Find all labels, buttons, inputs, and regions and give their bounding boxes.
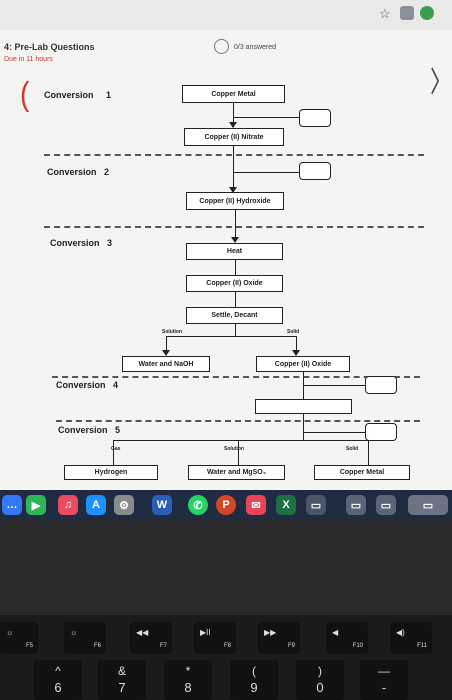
water-mgso4-box: Water and MgSO₄ bbox=[188, 465, 285, 480]
settle-decant-box: Settle, Decant bbox=[186, 307, 283, 324]
arrow-icon bbox=[231, 237, 239, 243]
flow-line bbox=[166, 336, 167, 354]
divider bbox=[52, 376, 420, 378]
blank-box bbox=[255, 399, 352, 414]
page-title: 4: Pre-Lab Questions bbox=[4, 42, 95, 52]
copper-metal-box-2: Copper Metal bbox=[314, 465, 410, 480]
facetime-icon[interactable]: ▶ bbox=[26, 495, 46, 515]
flow-line bbox=[113, 440, 114, 465]
gas-label: Gas bbox=[111, 446, 121, 452]
due-label: Due in 11 hours bbox=[4, 56, 53, 63]
solution-label-2: Solution bbox=[224, 446, 244, 452]
flow-line bbox=[235, 210, 236, 242]
flow-line bbox=[303, 414, 304, 440]
music-icon[interactable]: ♫ bbox=[58, 495, 78, 515]
flow-line bbox=[235, 292, 236, 307]
f11-key[interactable]: ◀)F11 bbox=[390, 622, 432, 654]
copper-hydroxide-box: Copper (II) Hydroxide bbox=[186, 192, 284, 210]
window-thumbnail-icon[interactable]: ▭ bbox=[376, 495, 396, 515]
flow-line bbox=[303, 385, 365, 386]
browser-toolbar: ☆ bbox=[0, 0, 452, 30]
flow-line bbox=[235, 324, 236, 336]
key-6[interactable]: ^6 bbox=[34, 660, 82, 700]
assignment-screen: 4: Pre-Lab Questions Due in 11 hours 0/3… bbox=[0, 30, 452, 490]
flow-line bbox=[368, 440, 369, 465]
key-7[interactable]: &7 bbox=[98, 660, 146, 700]
profile-icon[interactable] bbox=[420, 6, 434, 20]
window-thumbnail-icon[interactable]: ▭ bbox=[408, 495, 448, 515]
excel-icon[interactable]: X bbox=[276, 495, 296, 515]
copper-metal-box: Copper Metal bbox=[182, 85, 285, 103]
key-8[interactable]: *8 bbox=[164, 660, 212, 700]
solid-label: Solid bbox=[287, 329, 300, 335]
system-settings-icon[interactable]: ⚙ bbox=[114, 495, 134, 515]
star-icon[interactable]: ☆ bbox=[379, 6, 391, 21]
f9-key[interactable]: ▶▶F9 bbox=[258, 622, 300, 654]
arrow-icon bbox=[292, 350, 300, 356]
conversion-label-4: Conversion 4 bbox=[56, 380, 119, 390]
flow-line bbox=[113, 440, 368, 441]
answer-box-2[interactable] bbox=[299, 162, 331, 180]
divider bbox=[44, 226, 424, 228]
flow-line bbox=[233, 117, 299, 118]
f7-key[interactable]: ◀◀F7 bbox=[130, 622, 172, 654]
divider bbox=[56, 420, 420, 422]
next-chevron-icon[interactable]: 〉 bbox=[430, 65, 452, 99]
extension-icon[interactable] bbox=[400, 6, 414, 20]
powerpoint-icon[interactable]: P bbox=[216, 495, 236, 515]
hydrogen-box: Hydrogen bbox=[64, 465, 158, 480]
flow-line bbox=[303, 432, 365, 433]
bracket-mark: ( bbox=[20, 74, 30, 112]
flow-line bbox=[238, 440, 239, 465]
arrow-icon bbox=[229, 122, 237, 128]
copper-oxide-box: Copper (II) Oxide bbox=[186, 275, 283, 292]
key-0[interactable]: )0 bbox=[296, 660, 344, 700]
water-naoh-box: Water and NaOH bbox=[122, 356, 210, 372]
mail-icon[interactable]: ✉ bbox=[246, 495, 266, 515]
arrow-icon bbox=[229, 187, 237, 193]
key-9[interactable]: (9 bbox=[230, 660, 278, 700]
answer-box-4[interactable] bbox=[365, 423, 397, 441]
flow-line bbox=[233, 103, 234, 127]
conversion-label-2: Conversion 2 bbox=[47, 167, 110, 177]
window-thumbnail-icon[interactable]: ▭ bbox=[346, 495, 366, 515]
flow-line bbox=[166, 336, 296, 337]
solution-label: Solution bbox=[162, 329, 182, 335]
copper-nitrate-box: Copper (II) Nitrate bbox=[184, 128, 284, 146]
f5-key[interactable]: ☼F5 bbox=[0, 622, 38, 654]
conversion-label-3: Conversion 3 bbox=[50, 238, 113, 248]
progress-ring-icon bbox=[214, 39, 229, 54]
answered-count: 0/3 answered bbox=[234, 44, 277, 51]
f6-key[interactable]: ☼F6 bbox=[64, 622, 106, 654]
flow-line bbox=[296, 336, 297, 354]
copper-oxide-box-2: Copper (II) Oxide bbox=[256, 356, 350, 372]
flow-line bbox=[235, 260, 236, 275]
messages-icon[interactable]: … bbox=[2, 495, 22, 515]
solid-label-2: Solid bbox=[346, 446, 359, 452]
key-minus[interactable]: —- bbox=[360, 660, 408, 700]
heat-box: Heat bbox=[186, 243, 283, 260]
conversion-label-5: Conversion 5 bbox=[58, 425, 121, 435]
window-thumbnail-icon[interactable]: ▭ bbox=[306, 495, 326, 515]
flow-line bbox=[233, 146, 234, 192]
flow-line bbox=[233, 172, 299, 173]
word-icon[interactable]: W bbox=[152, 495, 172, 515]
divider bbox=[44, 154, 424, 156]
conversion-label-1: Conversion 1 bbox=[44, 90, 112, 100]
macos-dock: … ▶ ♫ A ⚙ W ✆ P ✉ X ▭ ▭ ▭ ▭ bbox=[0, 490, 452, 520]
app-store-icon[interactable]: A bbox=[86, 495, 106, 515]
arrow-icon bbox=[162, 350, 170, 356]
answer-box-3[interactable] bbox=[365, 376, 397, 394]
whatsapp-icon[interactable]: ✆ bbox=[188, 495, 208, 515]
f10-key[interactable]: ◀F10 bbox=[326, 622, 368, 654]
answer-box-1[interactable] bbox=[299, 109, 331, 127]
